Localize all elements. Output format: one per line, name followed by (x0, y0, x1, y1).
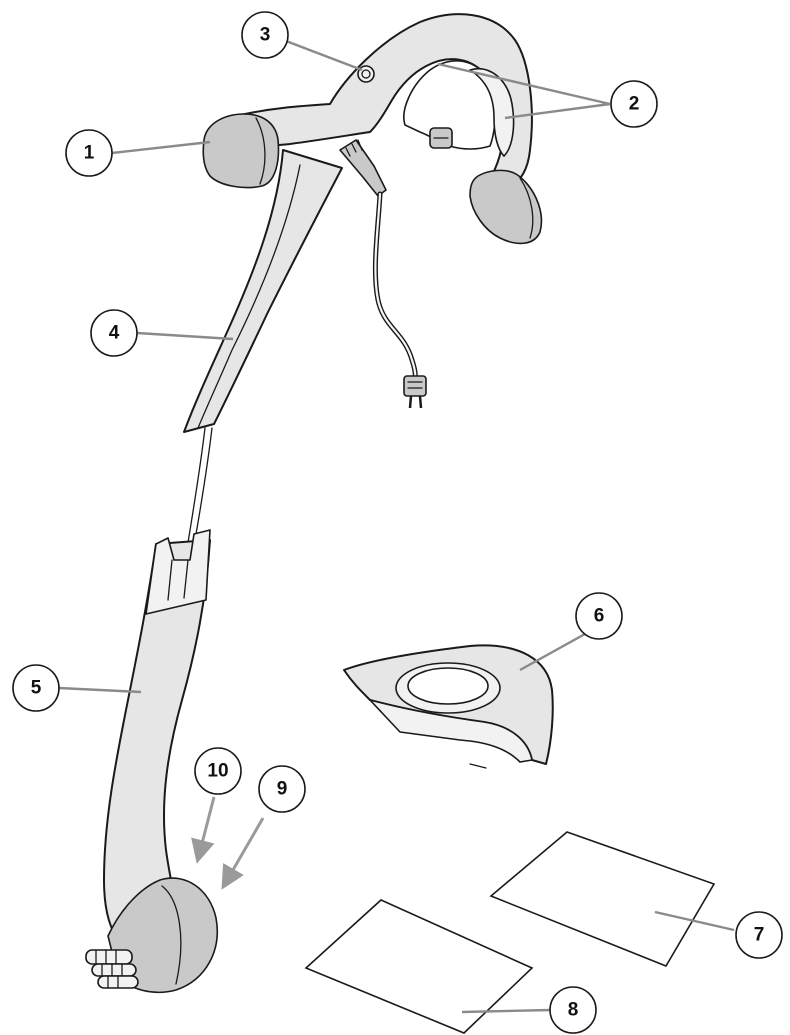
lower-shaft-sleeve (145, 529, 211, 615)
callout-9: 9 (258, 765, 306, 813)
callout-3-label: 3 (260, 25, 271, 46)
callout-8: 8 (549, 986, 597, 1034)
plug-pin-right (418, 395, 423, 409)
callout-3: 3 (241, 11, 289, 59)
right-foot (469, 169, 543, 245)
upper-handle-assembly (183, 13, 543, 433)
arrow-10 (191, 796, 216, 864)
cover-underside (369, 699, 533, 763)
callout-6: 6 (575, 592, 623, 640)
bristle-roll (85, 949, 133, 965)
callout-5: 5 (12, 664, 60, 712)
lower-shaft-assembly (85, 529, 218, 994)
callout-10-label: 10 (207, 761, 228, 782)
upper-shaft (183, 149, 343, 433)
leader-lines (58, 39, 735, 1014)
callout-4-label: 4 (109, 323, 120, 344)
power-cord (372, 191, 427, 409)
sheet-7 (489, 831, 716, 967)
leader-1 (111, 140, 211, 155)
cord-strain-relief (339, 139, 387, 197)
plug-body (403, 375, 427, 397)
leader-4 (136, 331, 234, 341)
leader-7 (654, 910, 735, 932)
cover-ring-inner (407, 667, 489, 705)
callout-4: 4 (90, 309, 138, 357)
callout-9-label: 9 (277, 779, 288, 800)
arrow-9 (221, 817, 265, 890)
callout-1: 1 (65, 129, 113, 177)
callout-7: 7 (735, 911, 783, 959)
leader-8 (461, 1008, 552, 1014)
callout-8-label: 8 (568, 1000, 579, 1021)
cover-adapter (343, 644, 554, 769)
callout-2-label: 2 (629, 94, 640, 115)
head-inner-panel (469, 67, 515, 157)
leader-6 (519, 632, 586, 672)
plug-pin-left (408, 395, 413, 409)
leader-5 (58, 686, 142, 694)
upper-shaft-edge (197, 164, 301, 429)
leader-2b (504, 102, 611, 120)
callout-6-label: 6 (594, 606, 605, 627)
brush-head (107, 877, 218, 994)
callout-10: 10 (194, 747, 242, 795)
callout-1-label: 1 (84, 143, 95, 164)
leader-2a (437, 62, 611, 106)
left-grip (202, 113, 280, 189)
callout-5-label: 5 (31, 678, 42, 699)
callout-7-label: 7 (754, 925, 765, 946)
leader-3 (285, 39, 363, 72)
callout-2: 2 (610, 80, 658, 128)
sheet-8 (304, 899, 534, 1034)
